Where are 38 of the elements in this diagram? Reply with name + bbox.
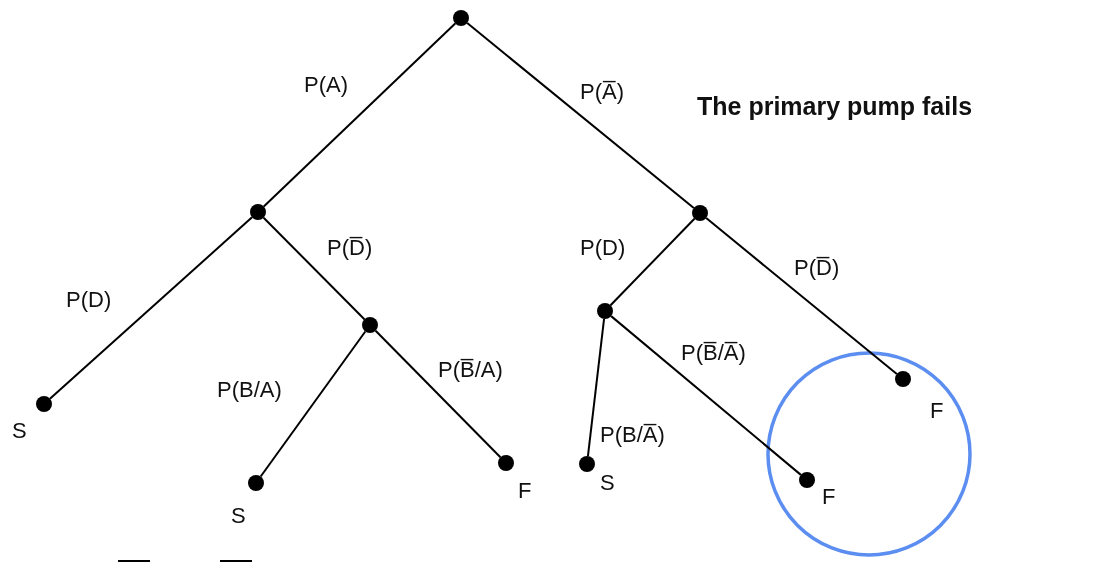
branch-line bbox=[609, 217, 696, 307]
edge-label: P(B/A) bbox=[217, 377, 282, 403]
event-dot bbox=[692, 205, 708, 221]
event-dot bbox=[579, 456, 595, 472]
edge-label: P(D̅) bbox=[327, 235, 373, 261]
branch-line bbox=[259, 330, 367, 478]
outcome-label: S bbox=[600, 470, 615, 496]
edge-label: P(D) bbox=[580, 235, 626, 261]
edge-label: P(D) bbox=[66, 287, 112, 313]
branch-line bbox=[586, 317, 606, 458]
branch-line bbox=[262, 216, 366, 321]
outcome-label: S bbox=[231, 503, 246, 529]
edge-label: P(B̅/A̅) bbox=[681, 340, 746, 366]
branch-line bbox=[374, 329, 502, 459]
branch-line bbox=[466, 22, 695, 209]
branch-line bbox=[610, 315, 802, 476]
annotation-text: The primary pump fails bbox=[697, 93, 973, 119]
event-dot bbox=[248, 475, 264, 491]
edge-label: P(D̅) bbox=[794, 255, 840, 281]
event-dot bbox=[36, 396, 52, 412]
edge-label: P(A) bbox=[304, 72, 348, 98]
event-dot bbox=[498, 455, 514, 471]
branch-line bbox=[48, 216, 254, 400]
event-dot bbox=[362, 317, 378, 333]
event-dot bbox=[597, 303, 613, 319]
outcome-label: F bbox=[822, 484, 836, 510]
edge-label: P(A̅) bbox=[580, 79, 624, 105]
outcome-label: S bbox=[12, 418, 27, 444]
edge-label: P(B̅/A) bbox=[438, 357, 503, 383]
outcome-label: F bbox=[518, 478, 532, 504]
event-dot bbox=[250, 204, 266, 220]
event-dot bbox=[453, 10, 469, 26]
branch-line bbox=[262, 22, 457, 208]
event-dot bbox=[895, 371, 911, 387]
edge-label: P(B/A̅) bbox=[600, 422, 665, 448]
event-dot bbox=[799, 472, 815, 488]
branch-line bbox=[705, 217, 898, 375]
outcome-label: F bbox=[930, 398, 944, 424]
